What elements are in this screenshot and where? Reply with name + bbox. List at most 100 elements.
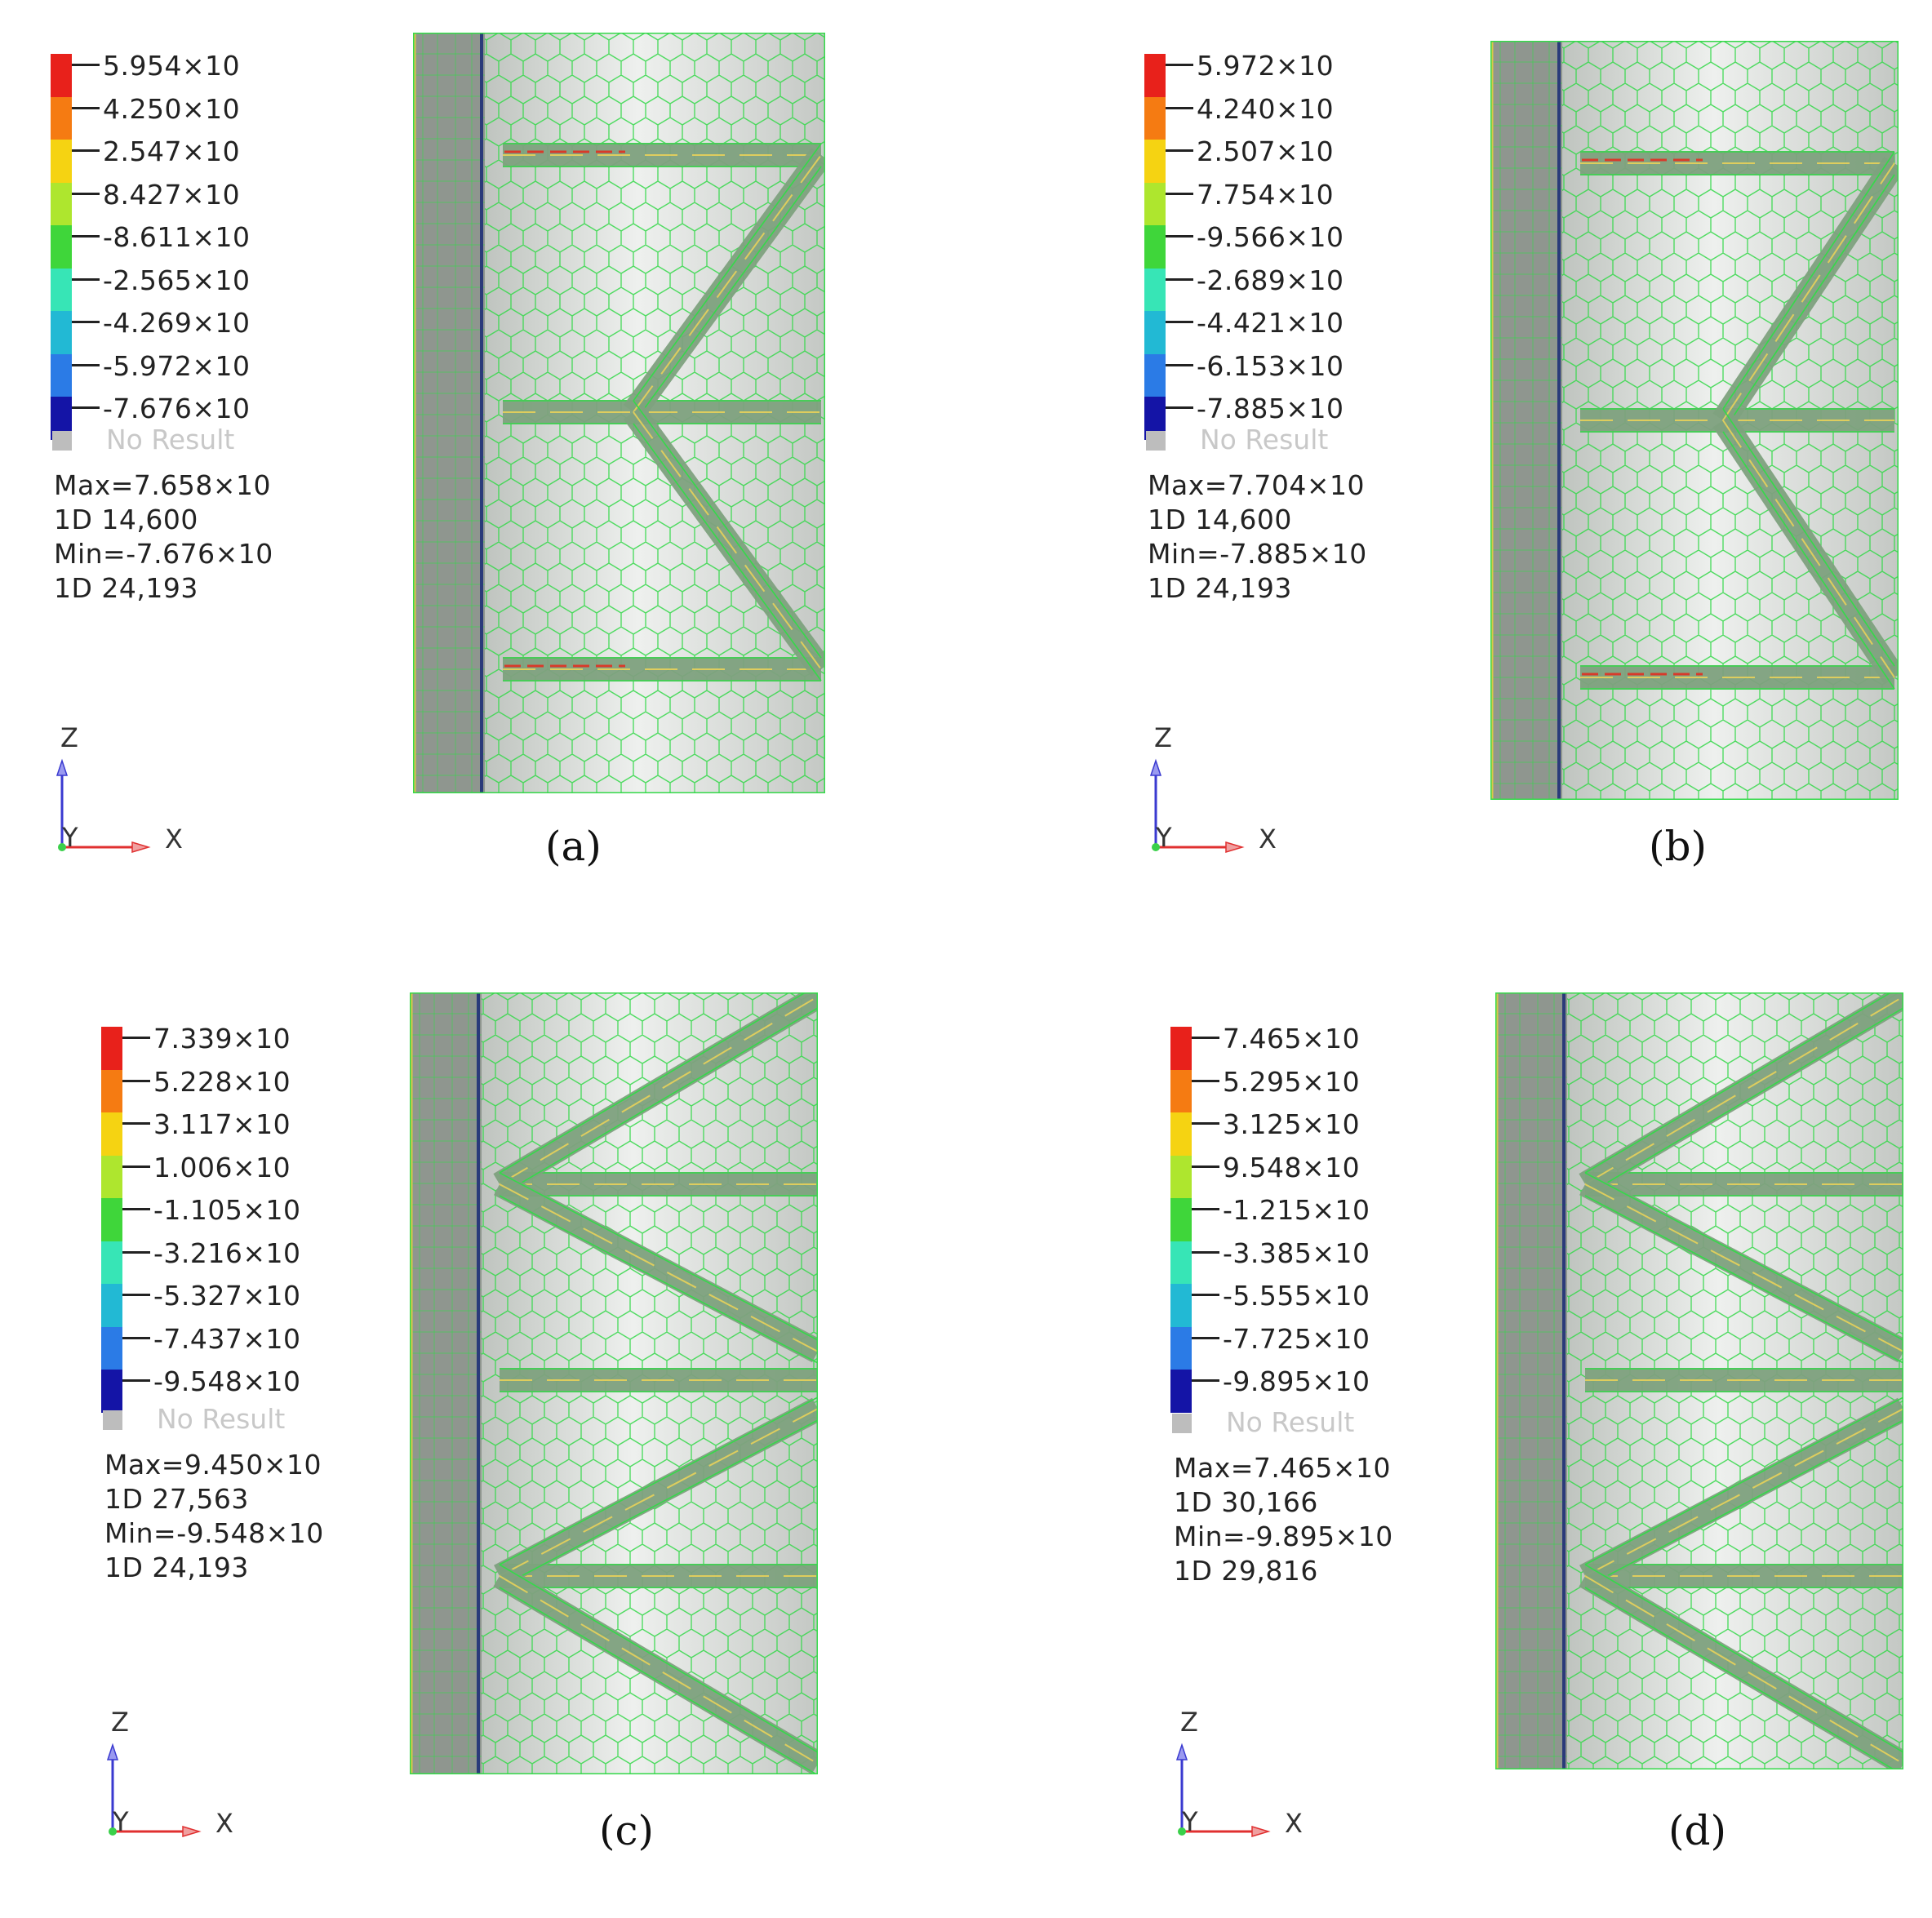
- legend-swatch: [51, 140, 72, 183]
- legend-tick: [72, 235, 100, 238]
- brace-centerline: [633, 411, 822, 670]
- fe-model-view: [410, 992, 818, 1774]
- legend-label: 4.250×10: [103, 92, 241, 125]
- brace-edge: [1584, 1172, 1903, 1341]
- legend-swatch: [1170, 1198, 1192, 1241]
- axis-triad-icon: [1175, 1743, 1271, 1838]
- legend-label: -5.972×10: [103, 349, 251, 382]
- axis-x-label: X: [215, 1808, 233, 1839]
- brace-centerline: [1584, 1183, 1903, 1352]
- legend-entry: 1.006×10: [101, 1151, 379, 1199]
- legend-label: 5.954×10: [103, 50, 241, 82]
- legend-label: -9.548×10: [153, 1365, 301, 1397]
- legend-swatch: [1170, 1241, 1192, 1285]
- brace-centerline: [1584, 1575, 1903, 1765]
- legend-swatch: [1170, 1326, 1192, 1370]
- axis-y-label: Y: [1182, 1806, 1198, 1837]
- legend-tick: [1166, 106, 1193, 109]
- brace-edge: [499, 1172, 818, 1341]
- legend-swatch: [1170, 1284, 1192, 1327]
- fe-model-drawing: [1495, 992, 1903, 1769]
- legend-tick: [1166, 235, 1193, 238]
- min-value: Min=-7.885×10: [1148, 538, 1367, 570]
- brace-edge: [1722, 174, 1895, 433]
- legend-tick: [122, 1122, 150, 1125]
- legend-tick: [122, 1208, 150, 1210]
- legend-label: -1.105×10: [153, 1194, 301, 1226]
- brace-edge: [1584, 1007, 1903, 1197]
- no-result-swatch: [52, 431, 72, 451]
- legend-tick: [1166, 406, 1193, 409]
- brace-edge: [499, 1396, 818, 1565]
- legend-swatch: [1170, 1112, 1192, 1156]
- steel-column: [413, 33, 485, 793]
- legend-entry: 4.240×10: [1144, 95, 1422, 140]
- legend-tick: [72, 277, 100, 281]
- panel-caption: (a): [545, 823, 602, 870]
- legend-swatch: [101, 1241, 122, 1285]
- brace-centerline: [633, 154, 822, 413]
- legend-swatch: [101, 1198, 122, 1241]
- brace-edge: [1722, 408, 1895, 667]
- axis-x-label: X: [165, 824, 183, 855]
- legend-tick: [1192, 1122, 1219, 1125]
- no-result-swatch: [1172, 1414, 1192, 1433]
- legend-swatch: [51, 96, 72, 140]
- panel-caption: (d): [1668, 1807, 1727, 1854]
- legend-tick: [1166, 321, 1193, 323]
- legend-label: 2.547×10: [103, 135, 241, 167]
- legend-label: 7.754×10: [1197, 178, 1335, 211]
- max-value: Max=7.704×10: [1148, 469, 1365, 501]
- legend-label: -5.555×10: [1223, 1280, 1370, 1312]
- legend-entry: -9.895×10: [1170, 1365, 1448, 1413]
- model-border: [1495, 992, 1903, 1769]
- legend-label: 3.117×10: [153, 1108, 291, 1140]
- legend-tick: [1166, 277, 1193, 281]
- legend-entry: -1.105×10: [101, 1194, 379, 1241]
- legend-entry: -1.215×10: [1170, 1194, 1448, 1241]
- brace-edge: [499, 992, 807, 1174]
- legend-tick: [1192, 1165, 1219, 1168]
- legend-swatch: [51, 182, 72, 226]
- min-element: 1D 24,193: [54, 572, 198, 604]
- legend-tick: [1166, 149, 1193, 152]
- model-border: [1490, 41, 1899, 800]
- legend-tick: [72, 64, 100, 66]
- axis-triad: Z Y X: [1170, 1709, 1303, 1840]
- legend-swatch: [1144, 182, 1166, 226]
- panel-caption: (c): [599, 1807, 655, 1854]
- legend-swatch: [1170, 1027, 1192, 1070]
- legend-entry: -6.153×10: [1144, 353, 1422, 397]
- legend-label: -4.269×10: [103, 307, 251, 339]
- legend-swatch: [51, 311, 72, 354]
- legend-entry: -4.269×10: [51, 307, 328, 354]
- brace-centerline: [499, 1183, 818, 1352]
- axis-z-label: Z: [60, 722, 78, 753]
- legend-tick: [1166, 363, 1193, 366]
- brace-edge: [1584, 1564, 1903, 1753]
- min-value: Min=-9.895×10: [1174, 1521, 1393, 1552]
- brace-centerline: [1584, 1408, 1903, 1577]
- legend-label: -7.725×10: [1223, 1322, 1370, 1355]
- legend-tick: [72, 192, 100, 195]
- legend-swatch: [1144, 140, 1166, 183]
- legend-label: -1.215×10: [1223, 1194, 1370, 1226]
- legend-tick: [122, 1379, 150, 1382]
- axis-y-label: Y: [62, 822, 78, 853]
- legend-swatch: [101, 1155, 122, 1199]
- legend-label: 9.548×10: [1223, 1151, 1361, 1183]
- brace-centerline: [499, 1408, 818, 1577]
- brace-edge: [499, 1007, 818, 1197]
- legend-label: -9.895×10: [1223, 1365, 1370, 1397]
- legend-label: 1.006×10: [153, 1151, 291, 1183]
- legend-label: 5.228×10: [153, 1065, 291, 1098]
- legend-label: -2.565×10: [103, 264, 251, 296]
- legend-swatch: [1144, 54, 1166, 97]
- axis-y-label: Y: [1156, 822, 1172, 853]
- legend-entry: -8.611×10: [51, 224, 328, 269]
- brace-edge: [1722, 431, 1895, 690]
- legend-tick: [122, 1037, 150, 1039]
- legend-tick: [122, 1336, 150, 1339]
- legend-swatch: [51, 353, 72, 397]
